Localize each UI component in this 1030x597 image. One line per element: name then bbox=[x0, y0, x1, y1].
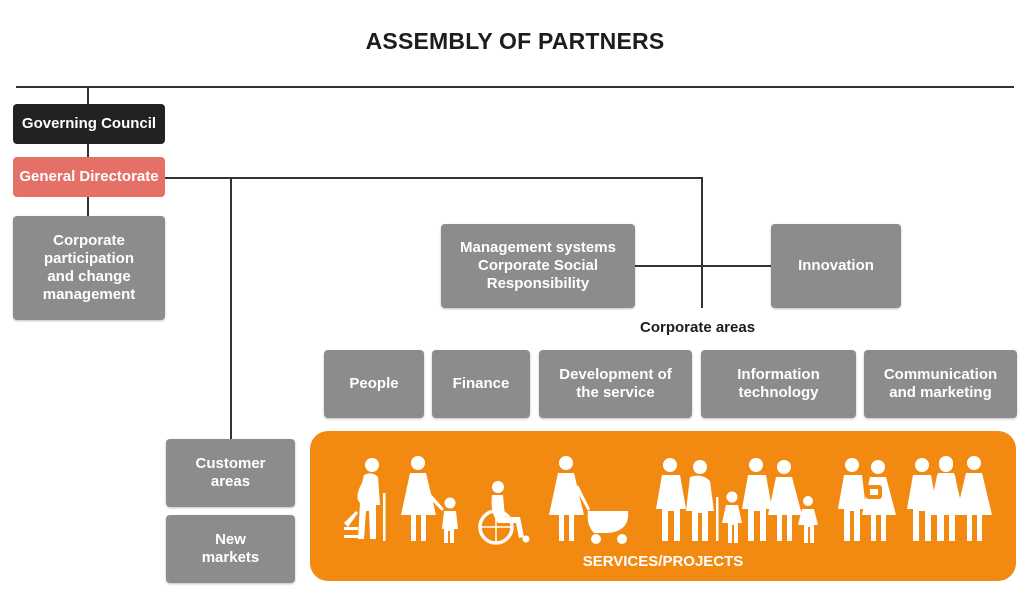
management-systems-label: Management systems Corporate Social Resp… bbox=[460, 239, 616, 292]
general-directorate-box: General Directorate bbox=[13, 157, 165, 197]
new-markets-box: New markets bbox=[166, 515, 295, 583]
directorate-horizontal-line bbox=[164, 177, 702, 179]
parent-with-baby-icon bbox=[838, 458, 896, 541]
management-systems-box: Management systems Corporate Social Resp… bbox=[441, 224, 635, 308]
innovation-box: Innovation bbox=[771, 224, 901, 308]
area-finance-box: Finance bbox=[432, 350, 530, 418]
service-users-illustration bbox=[344, 456, 961, 545]
family-icon bbox=[722, 458, 818, 543]
corporate-participation-box: Corporate participation and change manag… bbox=[13, 216, 165, 320]
general-directorate-label: General Directorate bbox=[19, 168, 159, 185]
customer-areas-box: Customer areas bbox=[166, 439, 295, 507]
area-people-box: People bbox=[324, 350, 424, 418]
governing-council-box: Governing Council bbox=[13, 104, 165, 144]
new-markets-label: New markets bbox=[201, 531, 260, 566]
area-communication-label: Communication and marketing bbox=[883, 366, 998, 401]
management-innovation-line bbox=[634, 265, 772, 267]
directorate-participation-connector bbox=[87, 197, 89, 216]
area-finance-label: Finance bbox=[452, 375, 510, 392]
area-it-box: Information technology bbox=[701, 350, 856, 418]
customer-areas-label: Customer areas bbox=[195, 455, 266, 490]
woman-with-child-icon bbox=[401, 456, 458, 543]
area-development-label: Development of the service bbox=[559, 366, 672, 401]
customer-vertical-line bbox=[230, 177, 232, 439]
assembly-line bbox=[16, 86, 1014, 88]
services-projects-label: SERVICES/PROJECTS bbox=[582, 553, 744, 570]
elderly-with-cane-and-walker-icon bbox=[344, 458, 386, 541]
council-directorate-connector bbox=[87, 144, 89, 158]
wheelchair-user-icon bbox=[478, 481, 530, 545]
corporate-participation-label: Corporate participation and change manag… bbox=[42, 232, 136, 303]
caregiver-with-elderly-icon bbox=[656, 458, 719, 541]
female-couple-icon bbox=[928, 456, 992, 541]
area-people-label: People bbox=[349, 375, 399, 392]
area-it-label: Information technology bbox=[737, 366, 820, 401]
woman-with-stroller-icon bbox=[549, 456, 629, 544]
services-projects-panel: SERVICES/PROJECTS bbox=[310, 431, 1016, 581]
council-connector bbox=[87, 87, 89, 104]
innovation-label: Innovation bbox=[798, 257, 874, 274]
area-communication-box: Communication and marketing bbox=[864, 350, 1017, 418]
page-title: ASSEMBLY OF PARTNERS bbox=[365, 28, 665, 54]
corporate-vertical-line bbox=[701, 177, 703, 308]
area-development-box: Development of the service bbox=[539, 350, 692, 418]
corporate-areas-heading: Corporate areas bbox=[640, 319, 756, 336]
governing-council-label: Governing Council bbox=[21, 115, 157, 132]
